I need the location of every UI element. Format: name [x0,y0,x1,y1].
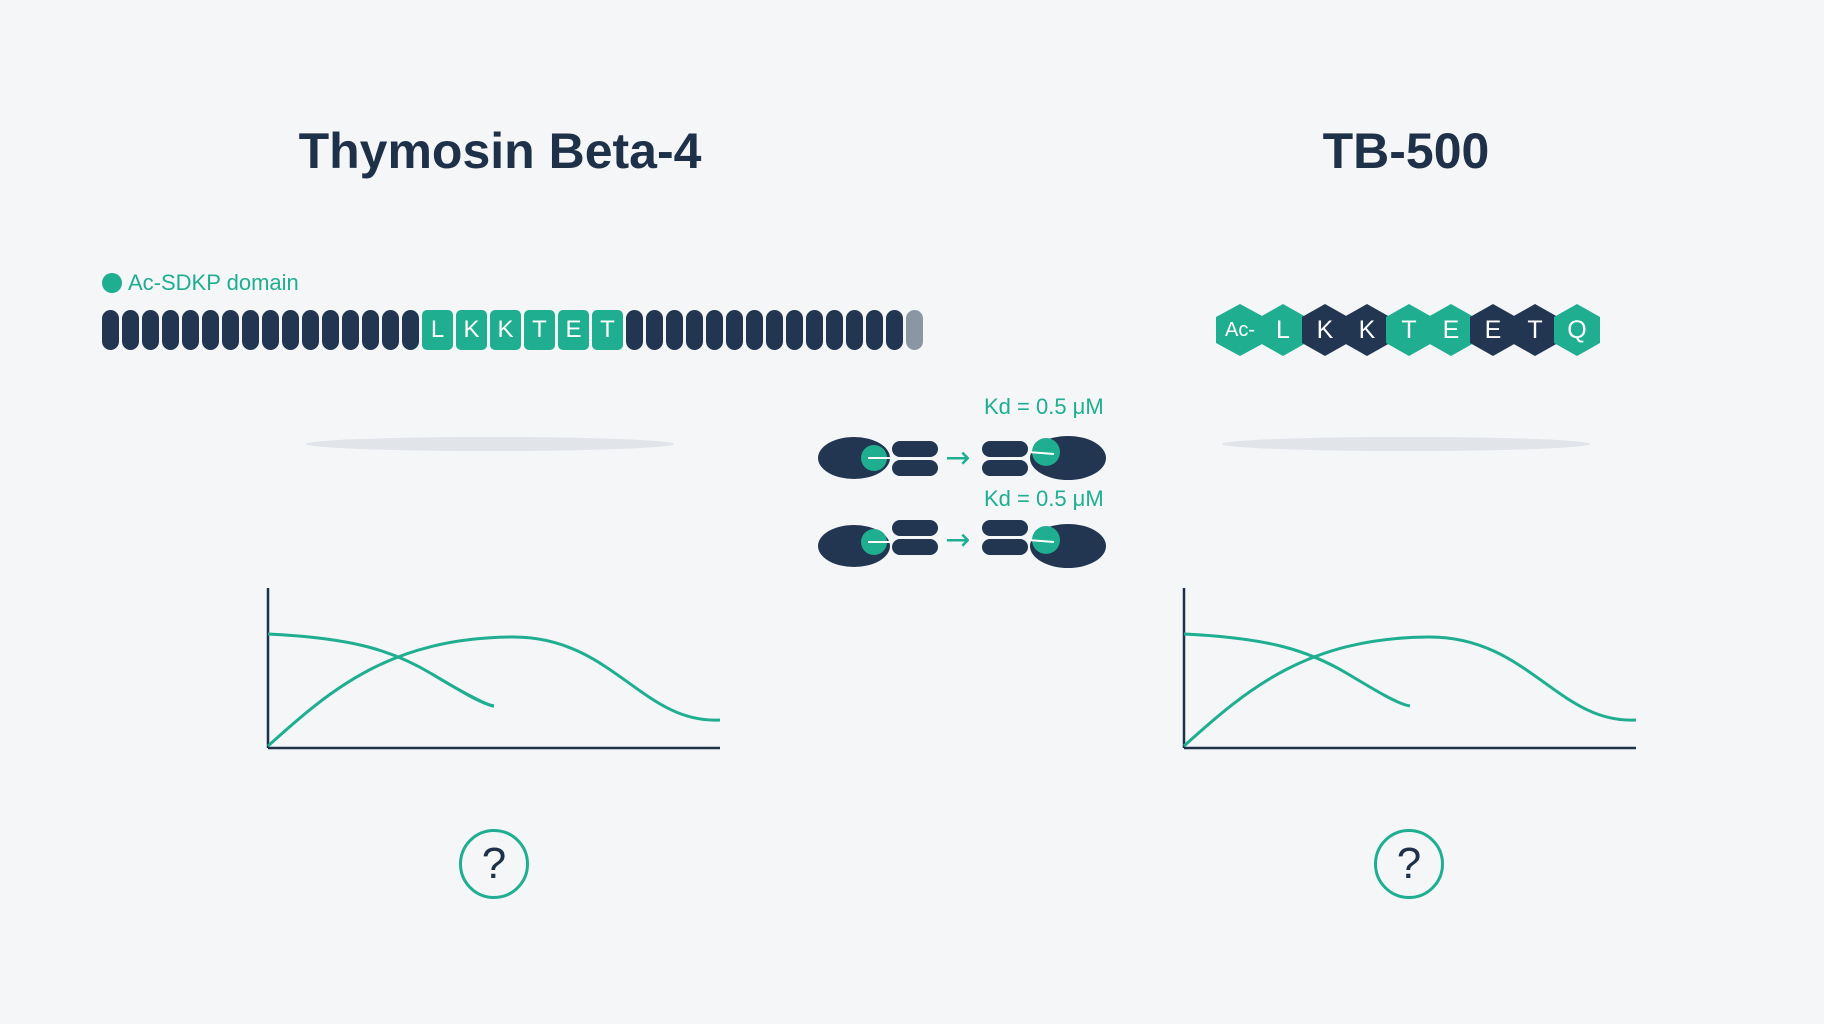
residue-segment [886,310,903,350]
residue-segment [646,310,663,350]
residue-segment [906,310,923,350]
ligand-left-top-shape [892,520,938,536]
binding-diagram-top: → [818,436,1106,480]
residue-segment [626,310,643,350]
residue-segment [202,310,219,350]
binding-arrow-icon: → [945,441,970,476]
question-mark-icon: ? [459,829,529,899]
kd-label-bottom: Kd = 0.5 μM [984,486,1104,511]
highlighted-residue: K [456,310,487,350]
amino-acid-hexagon: T [1512,304,1558,356]
ligand-left-bottom-shape [892,539,938,555]
residue-segment [766,310,783,350]
ligand-left-bottom-shape [892,460,938,476]
residue-segment [382,310,399,350]
kinetics-curves-left [266,588,721,750]
decay-curve [267,632,495,708]
residue-segment [706,310,723,350]
highlighted-residue: K [490,310,521,350]
residue-segment [142,310,159,350]
residue-segment [182,310,199,350]
rise-fall-curve [1182,635,1637,748]
residue-segment [362,310,379,350]
amino-acid-hexagon: L [1260,304,1306,356]
kd-label-top: Kd = 0.5 μM [984,394,1104,419]
residue-segment [102,310,119,350]
residue-segment [162,310,179,350]
amino-acid-hexagon: Q [1554,304,1600,356]
residue-segment [826,310,843,350]
residue-segment [846,310,863,350]
ac-sdkp-legend: Ac-SDKP domain [102,270,299,296]
decay-curve [1183,632,1411,708]
amino-acid-hexagon: K [1302,304,1348,356]
residue-segment [242,310,259,350]
acetyl-cap-hexagon: Ac- [1216,304,1264,356]
ligand-right-top-shape [982,441,1028,457]
highlighted-residue: L [422,310,453,350]
ligand-right-top-shape [982,520,1028,536]
amino-acid-hexagon: E [1470,304,1516,356]
residue-segment [666,310,683,350]
highlighted-residue: T [592,310,623,350]
highlighted-residue: T [524,310,555,350]
residue-segment [302,310,319,350]
title-thymosin-beta-4: Thymosin Beta-4 [298,123,702,179]
residue-segment [746,310,763,350]
residue-segment [806,310,823,350]
shadow-ellipse-right [1222,437,1590,451]
residue-segment [866,310,883,350]
rise-fall-curve [266,635,721,748]
residue-segment [342,310,359,350]
ligand-left-top-shape [892,441,938,457]
residue-segment [262,310,279,350]
binding-diagram-bottom: → [818,520,1106,568]
title-tb-500: TB-500 [1322,123,1490,179]
residue-segment [686,310,703,350]
amino-acid-hexagon: E [1428,304,1474,356]
shadow-ellipse-left [306,437,674,451]
residue-segment [402,310,419,350]
residue-segment [282,310,299,350]
highlighted-residue: E [558,310,589,350]
residue-segment [222,310,239,350]
question-mark-icon: ? [1374,829,1444,899]
ligand-right-bottom-shape [982,460,1028,476]
binding-arrow-icon: → [945,523,970,558]
residue-segment [786,310,803,350]
residue-segment [726,310,743,350]
binding-site-right-icon [1032,438,1060,466]
legend-dot-icon [102,273,122,293]
amino-acid-hexagon: T [1386,304,1432,356]
residue-segment [322,310,339,350]
binding-site-right-icon [1032,526,1060,554]
ligand-right-bottom-shape [982,539,1028,555]
legend-label: Ac-SDKP domain [128,270,299,295]
kinetics-curves-right [1182,588,1637,750]
amino-acid-hexagon: K [1344,304,1390,356]
residue-segment [122,310,139,350]
